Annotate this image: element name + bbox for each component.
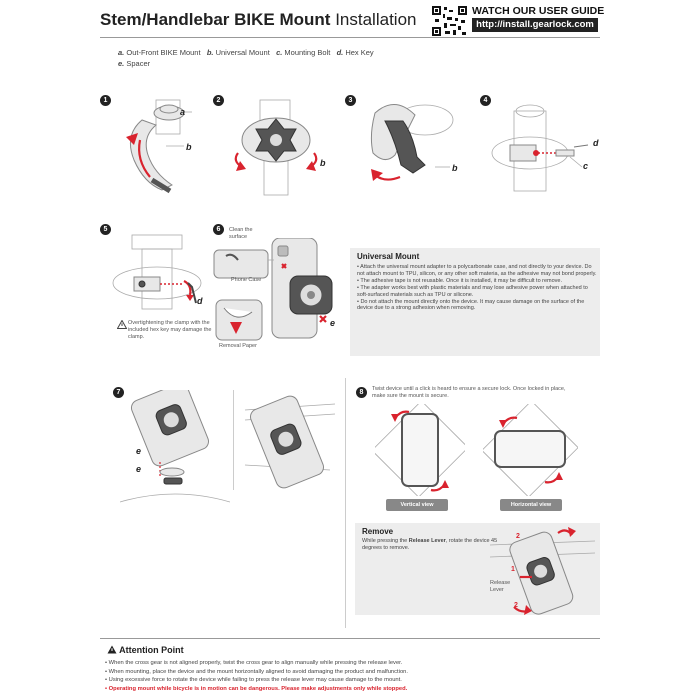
remove-step-1: 2 (516, 533, 520, 540)
clean-surface-caption: Clean the surface (229, 227, 253, 240)
warning-triangle-icon (107, 645, 117, 654)
list-item: • When mounting, place the device and th… (105, 668, 409, 675)
attention-list: • When the cross gear is not aligned pro… (105, 659, 605, 693)
label-e: e (136, 446, 142, 456)
step-6-badge: 6 (213, 224, 224, 235)
list-item: • Do not attach the mount directly onto … (357, 298, 585, 312)
part-item: d. Hex Key (336, 48, 374, 57)
list-item: • Using excessive force to rotate the de… (105, 677, 402, 684)
step-2-badge: 2 (213, 95, 224, 106)
part-item: e. Spacer (118, 59, 151, 68)
universal-mount-title: Universal Mount (357, 252, 420, 261)
qr-code-icon[interactable] (431, 5, 468, 37)
label-b: b (186, 142, 192, 152)
horizontal-view-illustration (483, 404, 578, 496)
part-item: c. Mounting Bolt (276, 48, 331, 57)
step-5-caution: Overtightening the clamp with the includ… (128, 320, 212, 340)
attention-divider (100, 638, 600, 639)
remove-step-2: 2 (514, 602, 518, 609)
step-1-badge: 1 (100, 95, 111, 106)
page-title: Stem/Handlebar BIKE Mount Installation (100, 10, 417, 29)
part-item: a. Out-Front BIKE Mount (118, 48, 201, 57)
list-item: • When the cross gear is not aligned pro… (105, 660, 403, 666)
universal-mount-notes: • Attach the universal mount adapter to … (357, 264, 597, 312)
list-item: • The adapter works best with plastic ma… (357, 284, 588, 298)
phone-case-caption: Phone Case (231, 277, 262, 283)
step-5-illustration (112, 234, 202, 310)
step-2-illustration (234, 99, 318, 196)
attention-title: Attention Point (107, 645, 184, 655)
step-4-badge: 4 (480, 95, 491, 106)
step-7-badge: 7 (113, 387, 124, 398)
remove-illustration (490, 527, 595, 615)
step-5-badge: 5 (100, 224, 111, 235)
install-url-link[interactable]: http://install.gearlock.com (472, 18, 598, 32)
step-1-illustration (126, 99, 192, 194)
step-7-illustration (120, 390, 230, 503)
list-item: • Attach the universal mount adapter to … (357, 264, 597, 277)
step-6-illustration (213, 238, 333, 341)
release-lever-label: Release Lever (490, 580, 511, 593)
label-e: e (136, 464, 142, 474)
vertical-view-illustration (375, 404, 465, 496)
parts-list: a. Out-Front BIKE Mount b. Universal Mou… (118, 47, 438, 69)
label-a: a (180, 107, 186, 117)
watch-user-guide-label: WATCH OUR USER GUIDE (472, 5, 605, 17)
step-3-badge: 3 (345, 95, 356, 106)
list-item: • The adhesive tape is not reusable. Onc… (357, 277, 563, 284)
removal-paper-caption: Removal Paper (219, 343, 257, 349)
safety-warning: • Operating mount while bicycle is in mo… (105, 685, 408, 692)
step-7-mounted-illustration (244, 395, 335, 489)
part-item: b. Universal Mount (206, 48, 270, 57)
step-4-illustration (491, 104, 589, 192)
remove-step-1: 1 (511, 566, 515, 573)
label-b: b (320, 158, 326, 168)
horizontal-view-label: Horizontal view (500, 499, 562, 511)
remove-title: Remove (362, 527, 394, 536)
label-d: d (197, 296, 203, 306)
label-c: c (583, 161, 589, 171)
universal-mount-panel (350, 248, 600, 356)
step-3-illustration (370, 104, 454, 181)
section-divider (233, 390, 234, 490)
header-divider (100, 37, 600, 38)
step-8-instructions: Twist device until a click is heard to e… (372, 386, 566, 399)
step-8-badge: 8 (356, 387, 367, 398)
label-b: b (452, 163, 458, 173)
vertical-view-label: Vertical view (386, 499, 448, 511)
section-divider (345, 378, 346, 628)
label-d: d (593, 138, 599, 148)
label-e: e (330, 318, 336, 328)
warning-triangle-icon (117, 320, 127, 329)
remove-instructions: While pressing the Release Lever, rotate… (362, 538, 498, 551)
